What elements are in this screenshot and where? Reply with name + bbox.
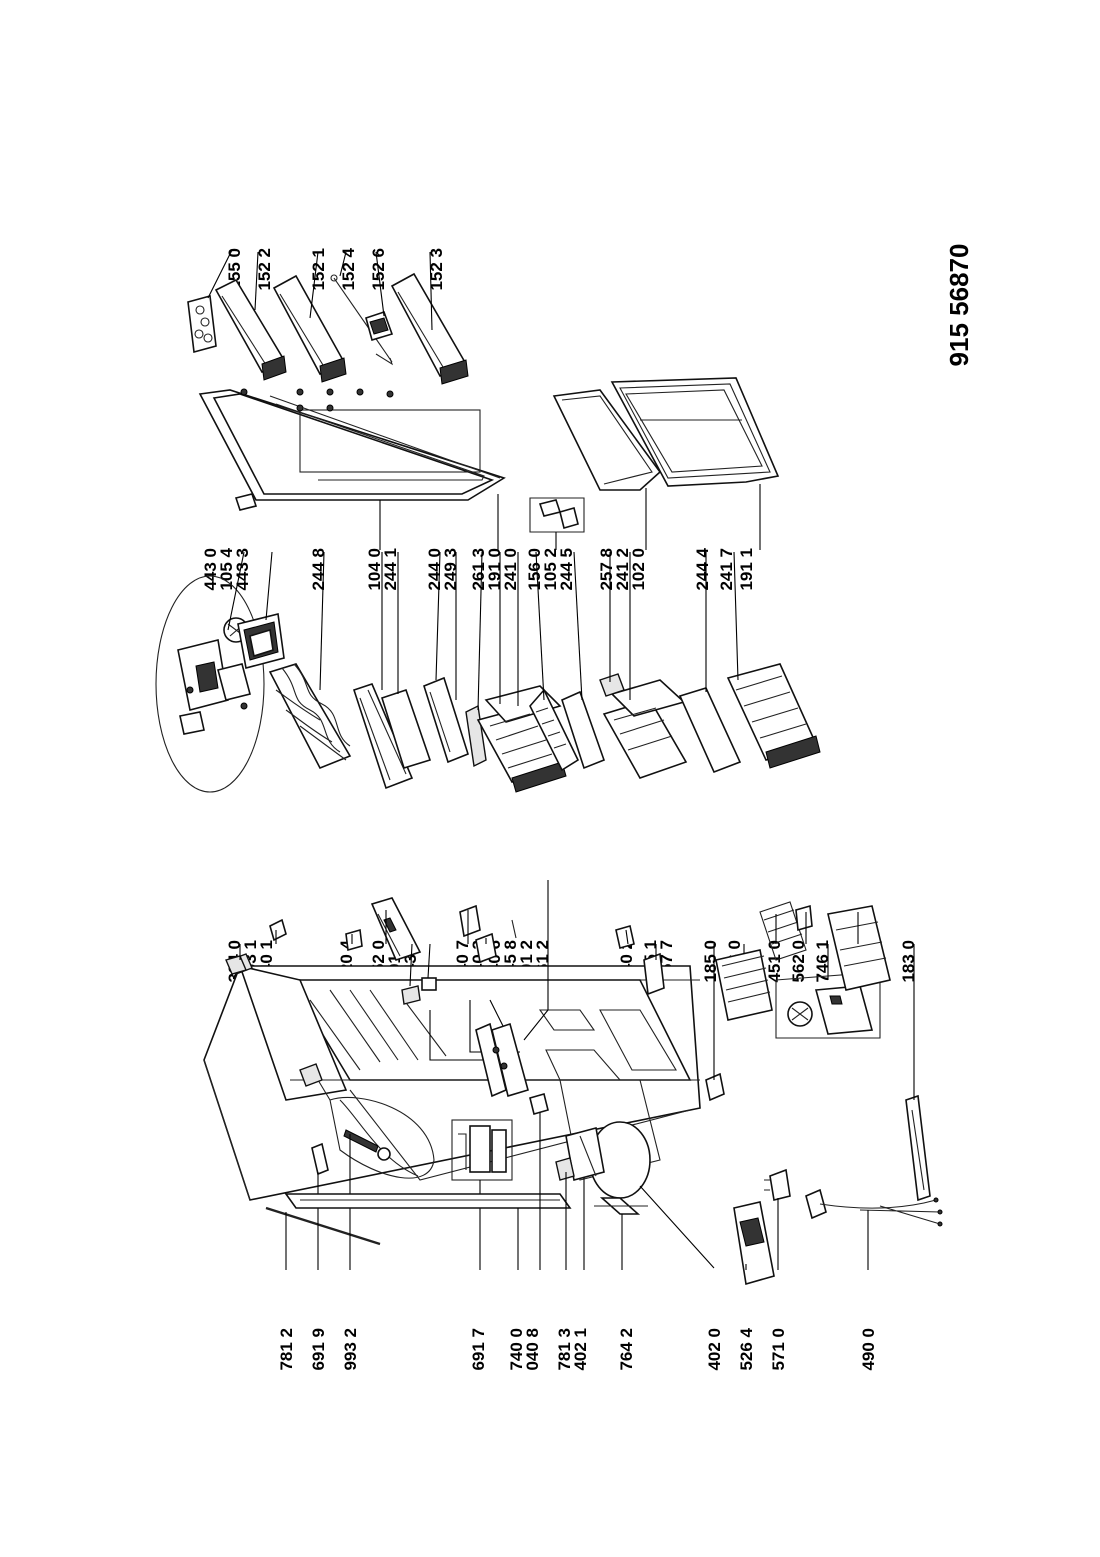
part-number-label: 185 0 <box>701 940 720 983</box>
part-number-label: 257 8 <box>597 548 616 591</box>
part-number-label: 402 0 <box>705 1328 724 1371</box>
crisper-cover-1 <box>561 690 606 770</box>
side-bracket <box>529 1093 549 1115</box>
starter-relay <box>764 1168 791 1201</box>
fan-assembly <box>775 971 881 1039</box>
interior-light <box>475 1022 529 1098</box>
evaporator-cover <box>827 905 891 991</box>
lamp-holder <box>401 985 421 1005</box>
power-cord <box>805 1188 943 1227</box>
refrigerator-cabinet <box>203 953 701 1201</box>
part-number-label: 105 2 <box>541 548 560 591</box>
light-fan-assembly <box>155 575 265 793</box>
part-number-label: 244 5 <box>557 548 576 591</box>
fridge-door <box>198 388 506 501</box>
part-number-label: 261 3 <box>469 548 488 591</box>
relay-box <box>733 1201 775 1286</box>
part-number-label: 244 8 <box>309 548 328 591</box>
shelf-profile <box>465 704 487 768</box>
part-number-label: 244 4 <box>693 547 712 590</box>
door-balcony-3 <box>390 272 469 385</box>
hinge-pin <box>269 918 287 942</box>
part-number-label: 443 0 <box>201 548 220 591</box>
part-number-label: 244 1 <box>381 548 400 591</box>
part-number-label: 152 1 <box>309 248 328 291</box>
part-number-label: 490 0 <box>859 1328 878 1371</box>
hinge-bracket <box>234 493 258 511</box>
part-number-label: 993 2 <box>341 1328 360 1371</box>
part-number-label: 105 4 <box>217 547 236 590</box>
door-balcony-1 <box>214 278 287 381</box>
freezer-door <box>552 389 662 491</box>
hinge-parts-box <box>529 497 585 533</box>
top-hinge-cover <box>225 955 247 975</box>
part-number-label: 746 1 <box>813 940 832 983</box>
part-number-label: 249 3 <box>441 548 460 591</box>
drain-profile <box>905 1094 931 1202</box>
part-number-label: 781 2 <box>277 1328 296 1371</box>
part-number-label: 152 3 <box>427 248 446 291</box>
part-number-label: 443 3 <box>233 548 252 591</box>
lamp-cover <box>421 977 437 991</box>
water-tube <box>265 1206 381 1246</box>
compressor <box>555 1121 651 1199</box>
thermostat-detail <box>329 1096 435 1179</box>
thermostat-box <box>345 928 363 952</box>
side-condenser <box>284 1193 572 1209</box>
evaporator <box>715 949 773 1021</box>
diagram-code: 915 56870 <box>944 244 974 367</box>
part-number-label: 152 2 <box>255 248 274 291</box>
part-number-label: 241 0 <box>501 548 520 591</box>
part-number-label: 691 7 <box>469 1328 488 1371</box>
wine-rack-shelf <box>268 663 352 770</box>
part-number-label: 691 9 <box>309 1328 328 1371</box>
control-panel-unit <box>370 897 422 961</box>
bracket-b <box>475 932 497 964</box>
part-number-label: 102 0 <box>629 548 648 591</box>
freezer-runner <box>643 952 665 996</box>
freezer-bracket <box>615 924 635 950</box>
crisper-cover-2 <box>678 687 742 774</box>
part-number-label: 156 0 <box>525 548 544 591</box>
glass-shelf-1 <box>352 683 432 790</box>
freezer-basket <box>726 663 821 769</box>
glass-shelf-2 <box>423 676 469 764</box>
door-balcony-2 <box>272 274 347 383</box>
part-number-label: 526 4 <box>737 1327 756 1370</box>
filter-drier <box>594 1197 648 1215</box>
crisper-drawer-2 <box>599 673 688 779</box>
balcony-clip <box>365 310 394 342</box>
defrost-heater <box>759 901 807 961</box>
part-number-label: 191 1 <box>737 548 756 591</box>
egg-tray <box>187 294 217 354</box>
thermostat-sensor <box>795 904 813 932</box>
part-number-label: 740 0 <box>507 1328 526 1371</box>
freezer-door-gasket <box>610 377 780 487</box>
bracket-a <box>459 904 481 938</box>
part-number-label: 104 0 <box>365 548 384 591</box>
light-lens <box>237 613 285 669</box>
part-number-label: 764 2 <box>617 1328 636 1371</box>
bracket-pin <box>511 919 517 939</box>
part-number-label: 402 1 <box>571 1328 590 1371</box>
part-number-label: 571 0 <box>769 1328 788 1371</box>
door-balconies-group <box>187 249 469 385</box>
part-number-label: 155 0 <box>225 248 244 291</box>
balcony-divider-rod <box>330 274 394 366</box>
crisper-drawer-1 <box>476 685 567 793</box>
part-number-label: 191 0 <box>485 548 504 591</box>
label-sheet <box>451 1119 513 1181</box>
part-number-label: 241 7 <box>717 548 736 591</box>
part-number-label: 040 8 <box>523 1328 542 1371</box>
part-number-label: 241 2 <box>613 548 632 591</box>
tube-clamp <box>311 1142 329 1176</box>
bottom-flap <box>705 1072 725 1102</box>
part-number-label: 152 4 <box>339 247 358 290</box>
part-number-label: 451 0 <box>765 940 784 983</box>
ice-tray <box>529 688 580 772</box>
part-number-label: 781 3 <box>555 1328 574 1371</box>
part-number-label: 183 0 <box>899 940 918 983</box>
